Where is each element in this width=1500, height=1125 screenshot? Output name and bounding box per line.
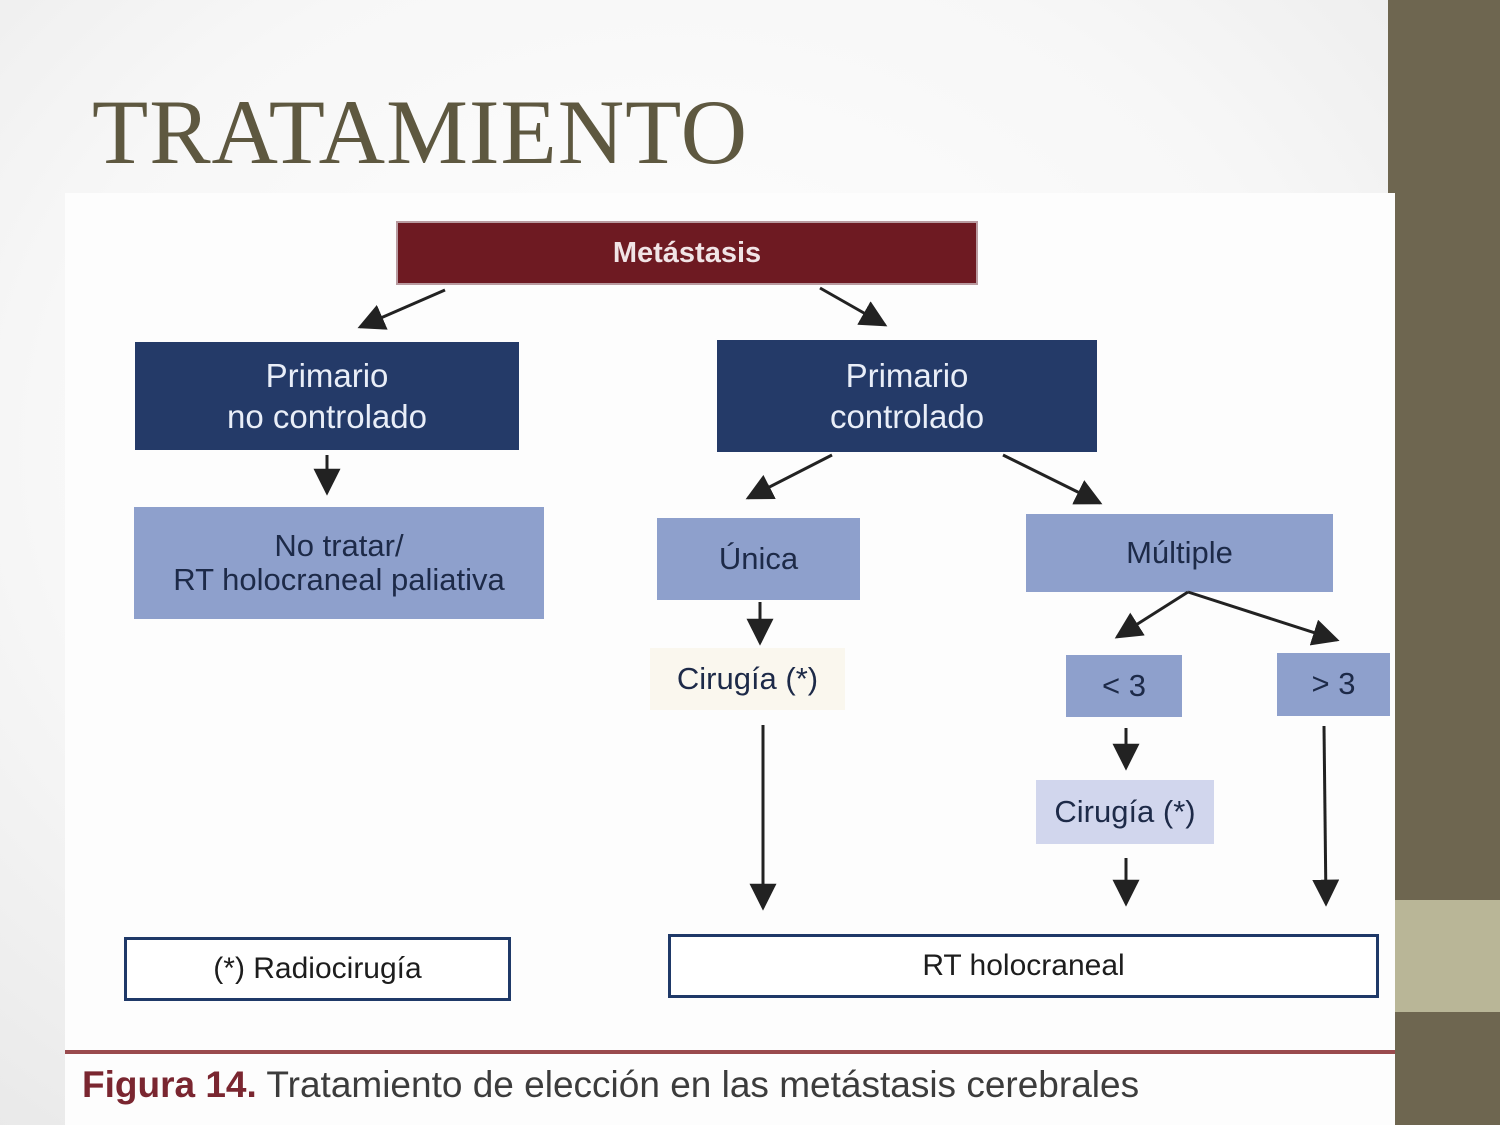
node-no-treatment: No tratar/ RT holocraneal paliativa	[134, 507, 544, 619]
node-primary-controlled: Primario controlado	[717, 340, 1097, 452]
node-multiple: Múltiple	[1026, 514, 1333, 592]
slide-title: TRATAMIENTO	[92, 81, 749, 183]
node-surgery-single: Cirugía (*)	[650, 648, 845, 710]
figure-caption: Figura 14. Tratamiento de elección en la…	[82, 1064, 1139, 1106]
node-more-than-3: > 3	[1277, 653, 1390, 716]
arrow-multiple-to-gt3	[1187, 590, 1340, 646]
figure-caption-text: Tratamiento de elección en las metástasi…	[266, 1064, 1140, 1105]
arrow-root-to-controlled	[819, 286, 888, 327]
node-primary-uncontrolled: Primario no controlado	[135, 342, 519, 450]
sidebar-accent-block	[1388, 900, 1500, 1012]
figure-label: Figura 14.	[82, 1064, 257, 1105]
arrow-gt3-to-wbrt	[1312, 725, 1340, 907]
arrow-multiple-to-lt3	[1114, 590, 1189, 639]
node-radiosurgery-note: (*) Radiocirugía	[124, 937, 511, 1001]
node-metastasis: Metástasis	[396, 221, 978, 285]
caption-divider	[65, 1050, 1395, 1054]
node-whole-brain-rt: RT holocraneal	[668, 934, 1379, 998]
arrow-controlled-to-multiple	[1002, 453, 1103, 505]
node-surgery-multiple: Cirugía (*)	[1036, 780, 1214, 844]
arrow-controlled-to-single	[745, 453, 833, 500]
node-single: Única	[657, 518, 860, 600]
node-less-than-3: < 3	[1066, 655, 1182, 717]
arrow-root-to-uncontrolled	[357, 288, 446, 330]
